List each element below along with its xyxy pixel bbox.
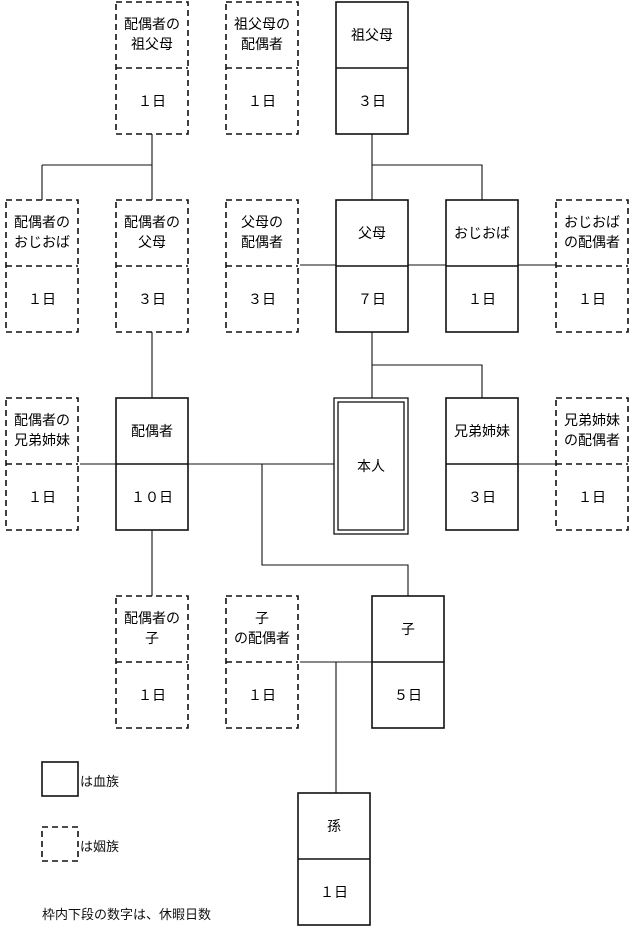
person-label: 配偶者の	[124, 17, 180, 33]
relationship-connectors	[41, 132, 556, 793]
person-label: 祖父母	[131, 37, 173, 53]
person-label: 配偶者の	[124, 611, 180, 627]
person-label: 孫	[327, 819, 341, 835]
person-days: １日	[28, 292, 56, 308]
person-box-child: 子 ５日	[371, 595, 445, 729]
person-days: １日	[468, 292, 496, 308]
person-label: 父母の	[241, 215, 283, 231]
legend	[41, 761, 79, 862]
person-days: １日	[248, 688, 276, 704]
connector-parents	[371, 332, 483, 398]
person-days: １日	[578, 292, 606, 308]
person-label: 配偶者	[241, 37, 283, 53]
person-days: １０日	[131, 490, 173, 506]
person-days: １日	[28, 490, 56, 506]
person-label: 兄弟姉妹	[564, 413, 620, 429]
person-label: おじおば	[564, 215, 620, 231]
person-days: ３日	[358, 94, 386, 110]
connector-grandparents	[371, 132, 483, 200]
person-label: 配偶者	[131, 424, 173, 440]
person-box-self: 本人	[333, 397, 409, 535]
legend-blood-swatch	[41, 761, 79, 797]
person-box-parents: 父母 ７日	[335, 199, 409, 333]
person-label: 配偶者の	[14, 413, 70, 429]
person-days: ３日	[468, 490, 496, 506]
person-label: 兄弟姉妹	[454, 424, 510, 440]
person-days: １日	[248, 94, 276, 110]
person-box-grandparents: 祖父母 ３日	[335, 1, 409, 135]
person-box-siblings: 兄弟姉妹 ３日	[445, 397, 519, 531]
person-label: 兄弟姉妹	[14, 433, 70, 449]
person-days: １日	[578, 490, 606, 506]
person-box-spouse: 配偶者 １０日	[115, 397, 189, 531]
person-label: 配偶者の	[124, 215, 180, 231]
self-inner-border	[337, 401, 405, 531]
person-days: １日	[138, 94, 166, 110]
person-label: の配偶者	[234, 631, 290, 647]
person-days: ３日	[248, 292, 276, 308]
person-label: 本人	[357, 459, 385, 475]
person-label: 祖父母の	[234, 17, 290, 33]
person-label: の配偶者	[564, 433, 620, 449]
person-label: の配偶者	[564, 235, 620, 251]
person-label: おじおば	[454, 226, 510, 242]
person-label: 配偶者	[241, 235, 283, 251]
person-label: 子	[255, 611, 269, 627]
person-label: 父母	[358, 226, 386, 242]
person-box-grandchild: 孫 １日	[297, 792, 371, 926]
person-days: １日	[320, 885, 348, 901]
person-days: ７日	[358, 292, 386, 308]
legend-marriage-label: は姻族	[80, 840, 120, 855]
legend-blood-label: は血族	[80, 775, 120, 790]
connector-self-child	[261, 464, 409, 596]
person-days: ５日	[394, 688, 422, 704]
person-label: 子	[145, 631, 159, 647]
person-label: 配偶者の	[14, 215, 70, 231]
legend-marriage-swatch	[41, 826, 79, 862]
person-label: 祖父母	[351, 28, 393, 44]
person-label: おじおば	[14, 235, 70, 251]
connector-spouse-grandparents	[41, 132, 153, 200]
person-label: 父母	[138, 235, 166, 251]
person-box-aunt-uncle: おじおば １日	[445, 199, 519, 333]
connector-child-row	[300, 661, 372, 793]
person-days: ３日	[138, 292, 166, 308]
self-outer-border	[333, 397, 409, 535]
person-days: １日	[138, 688, 166, 704]
footnote: 枠内下段の数字は、休暇日数	[42, 908, 212, 923]
person-label: 子	[401, 622, 415, 638]
